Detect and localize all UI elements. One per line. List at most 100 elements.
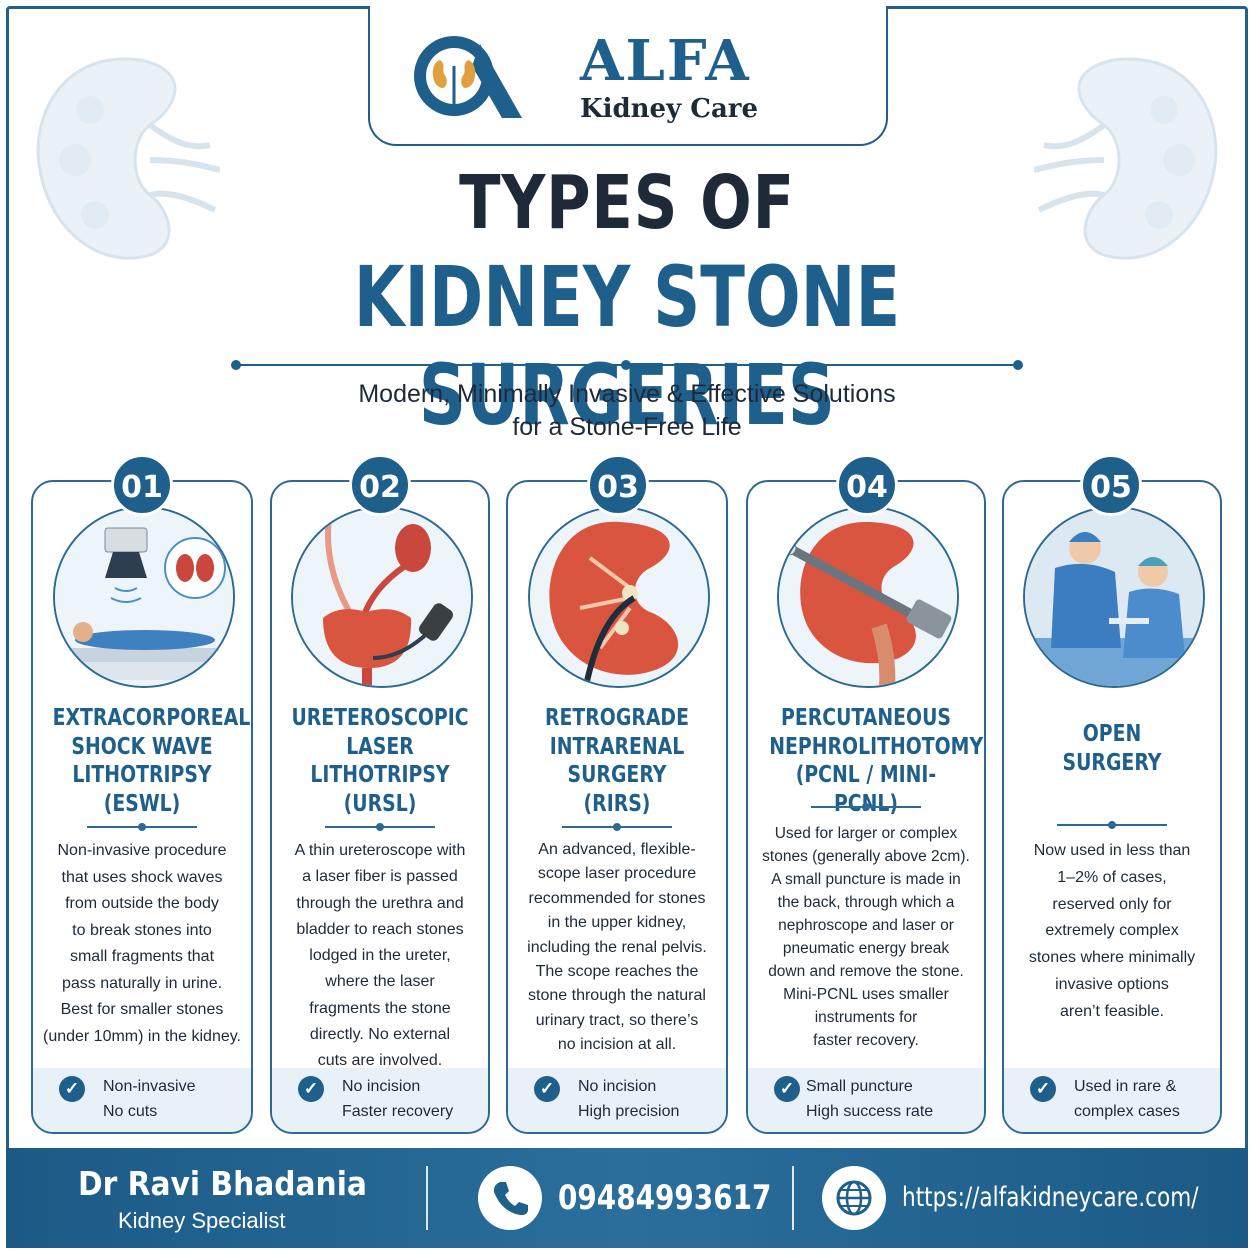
step-badge: 05	[1080, 454, 1142, 516]
desc-line: small fragments that	[69, 948, 215, 965]
card-title-line: NEPHROLITHOTOMY	[769, 733, 984, 760]
step-badge: 01	[111, 454, 173, 516]
card-title-line: PERCUTANEOUS	[781, 705, 951, 731]
page-title-line1: TYPES OF	[459, 160, 795, 246]
subtitle-line1: Modern, Minimally Invasive & Effective S…	[358, 380, 896, 408]
card-description: An advanced, flexible- scope laser proce…	[514, 838, 720, 1058]
card-title-line: (PCNL / MINI-PCNL)	[795, 762, 937, 817]
desc-line: Non-invasive procedure	[57, 842, 227, 859]
desc-line: aren’t feasible.	[1059, 1002, 1165, 1020]
logo-panel: ALFA Kidney Care	[368, 6, 888, 146]
desc-line: An advanced, flexible-	[538, 841, 696, 858]
check-icon: ✓	[298, 1076, 324, 1102]
desc-line: directly. No external	[309, 1026, 451, 1044]
desc-line: stones where minimally	[1028, 949, 1196, 967]
nephroscope-illustration	[777, 506, 959, 688]
card-title-line: URETEROSCOPIC	[291, 705, 469, 731]
phone-icon[interactable]	[478, 1166, 542, 1230]
benefit-line: Faster recovery	[342, 1103, 454, 1120]
benefit-line: No incision	[578, 1078, 657, 1095]
desc-line: (under 10mm) in the kidney.	[42, 1027, 241, 1045]
surgeons-illustration	[1023, 506, 1205, 688]
card-description: Non-invasive procedure that uses shock w…	[39, 838, 245, 1050]
benefit-line: complex cases	[1074, 1103, 1180, 1120]
card-title-line: SHOCK WAVE	[71, 733, 213, 760]
benefit-text: Used in rare & complex cases	[1074, 1074, 1180, 1124]
desc-line: in the upper kidney,	[547, 914, 687, 932]
desc-line: urinary tract, so there’s	[535, 1011, 699, 1029]
desc-line: A thin ureteroscope with	[294, 842, 466, 859]
step-badge: 03	[587, 454, 649, 516]
card-title-line: SURGERY	[567, 762, 667, 788]
check-icon: ✓	[534, 1076, 560, 1102]
desc-line: to break stones into	[72, 921, 212, 939]
check-icon: ✓	[774, 1076, 800, 1102]
desc-line: pneumatic energy break	[782, 940, 950, 957]
benefit-line: High success rate	[806, 1103, 934, 1120]
page-subtitle: Modern, Minimally Invasive & Effective S…	[0, 378, 1254, 444]
benefit-text: Non-invasive No cuts	[103, 1074, 195, 1124]
desc-line: faster recovery.	[813, 1032, 919, 1049]
desc-line: including the renal pelvis.	[527, 938, 707, 956]
desc-line: lodged in the ureter,	[309, 947, 451, 965]
subtitle-line2: for a Stone-Free Life	[512, 413, 742, 441]
card-description: Now used in less than 1–2% of cases, res…	[1010, 838, 1214, 1026]
card-divider	[87, 823, 197, 831]
desc-line: The scope reaches the	[535, 963, 699, 981]
card-description: Used for larger or complex stones (gener…	[754, 822, 978, 1052]
desc-line: no incision at all.	[557, 1036, 677, 1054]
globe-icon[interactable]	[822, 1166, 886, 1230]
desc-line: Best for smaller stones	[60, 1001, 224, 1018]
kidney-watermark-icon	[1034, 57, 1218, 260]
card-title-line: (ESWL)	[103, 790, 181, 817]
card-benefits: ✓ No incision Faster recovery	[272, 1068, 488, 1132]
desc-line: through the urethra and	[296, 894, 464, 912]
desc-line: that uses shock waves	[61, 868, 223, 886]
card-title: PERCUTANEOUS NEPHROLITHOTOMY (PCNL / MIN…	[769, 704, 984, 818]
card-title-line: INTRARENAL	[549, 733, 685, 760]
desc-line: scope laser procedure	[537, 865, 697, 883]
ureteroscope-illustration	[291, 506, 473, 688]
desc-line: invasive options	[1055, 975, 1169, 993]
title-divider	[231, 360, 1023, 370]
brand-name: ALFA	[580, 28, 751, 94]
desc-line: extremely complex	[1045, 922, 1179, 940]
card-divider	[1057, 821, 1167, 829]
desc-line: from outside the body	[65, 895, 219, 912]
check-icon: ✓	[1030, 1076, 1056, 1102]
card-ursl: URETEROSCOPIC LASER LITHOTRIPSY (URSL) A…	[270, 480, 490, 1134]
desc-line: nephroscope and laser or	[778, 917, 954, 934]
phone-number[interactable]: 09484993617	[558, 1178, 772, 1218]
card-title: EXTRACORPOREAL SHOCK WAVE LITHOTRIPSY (E…	[53, 704, 251, 818]
brand-subtitle: Kidney Care	[580, 94, 759, 124]
card-title-line: (RIRS)	[583, 790, 651, 817]
benefit-line: Non-invasive	[103, 1078, 196, 1095]
desc-line: recommended for stones	[528, 889, 706, 907]
card-pcnl: PERCUTANEOUS NEPHROLITHOTOMY (PCNL / MIN…	[746, 480, 986, 1134]
step-badge: 02	[349, 454, 411, 516]
benefit-line: Used in rare &	[1074, 1078, 1177, 1095]
alfa-logo-icon	[414, 36, 522, 118]
desc-line: Mini-PCNL uses smaller	[783, 986, 949, 1003]
benefit-text: Small puncture High success rate	[806, 1074, 933, 1124]
desc-line: down and remove the stone.	[768, 963, 964, 980]
benefit-text: No incision Faster recovery	[342, 1074, 453, 1124]
benefit-line: High precision	[578, 1103, 680, 1120]
card-title-line: LITHOTRIPSY	[72, 762, 212, 788]
card-benefits: ✓ Small puncture High success rate	[748, 1068, 984, 1132]
desc-line: stones (generally above 2cm).	[762, 848, 970, 865]
card-title: RETROGRADE INTRARENAL SURGERY (RIRS)	[528, 704, 707, 818]
benefit-text: No incision High precision	[578, 1074, 679, 1124]
divider	[792, 1166, 794, 1230]
desc-line: stone through the natural	[528, 987, 706, 1005]
card-title: URETEROSCOPIC LASER LITHOTRIPSY (URSL)	[291, 704, 468, 818]
card-description: A thin ureteroscope with a laser fiber i…	[278, 838, 482, 1075]
doctor-role: Kidney Specialist	[118, 1208, 286, 1233]
card-benefits: ✓ Used in rare & complex cases	[1004, 1068, 1220, 1132]
check-icon: ✓	[59, 1076, 85, 1102]
desc-line: A small puncture is made in	[771, 871, 961, 888]
card-title-line: (URSL)	[343, 790, 417, 817]
website-link[interactable]: https://alfakidneycare.com/	[902, 1182, 1199, 1213]
doctor-name: Dr Ravi Bhadania	[78, 1164, 367, 1203]
desc-line: reserved only for	[1052, 895, 1172, 913]
